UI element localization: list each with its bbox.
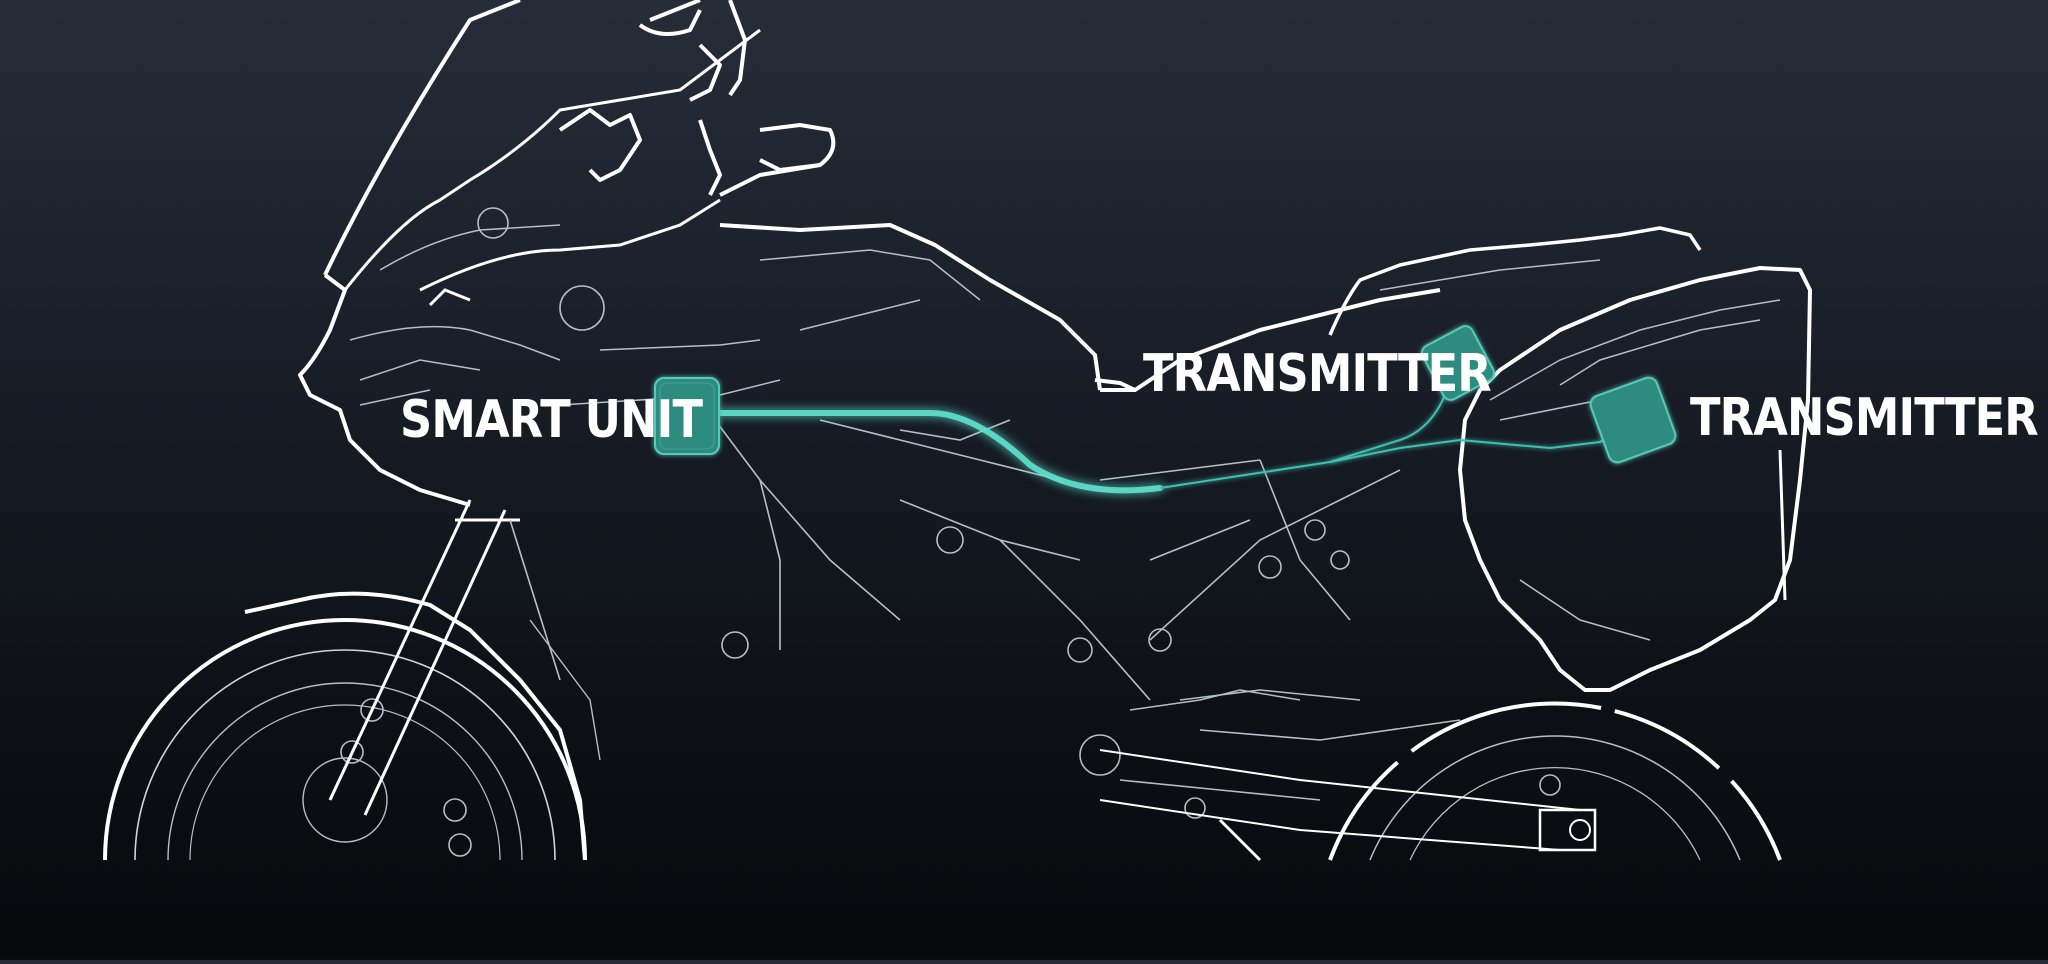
mirror-handlebar xyxy=(558,0,836,197)
swingarm xyxy=(1099,689,1581,862)
fairing xyxy=(298,0,761,507)
main-harness-wire xyxy=(717,410,1163,494)
transmitter-right-label: TRANSMITTER xyxy=(1690,388,2039,448)
transmitter-top-module xyxy=(1421,325,1495,401)
frame-details xyxy=(699,399,1561,819)
wire-to-right-transmitter xyxy=(1329,429,1621,463)
front-mudguard xyxy=(244,591,587,861)
transmitter-right-module xyxy=(1589,376,1677,464)
smart-unit-label: SMART UNIT xyxy=(400,390,703,450)
front-fork xyxy=(328,499,601,816)
transmitter-top-label: TRANSMITTER xyxy=(1143,344,1492,404)
pannier xyxy=(1458,266,1812,692)
fuel-tank xyxy=(559,223,1136,406)
smart-unit-module xyxy=(654,377,720,455)
seat xyxy=(1100,226,1702,392)
rear-wheel xyxy=(1328,701,1782,861)
front-wheel xyxy=(103,618,587,861)
